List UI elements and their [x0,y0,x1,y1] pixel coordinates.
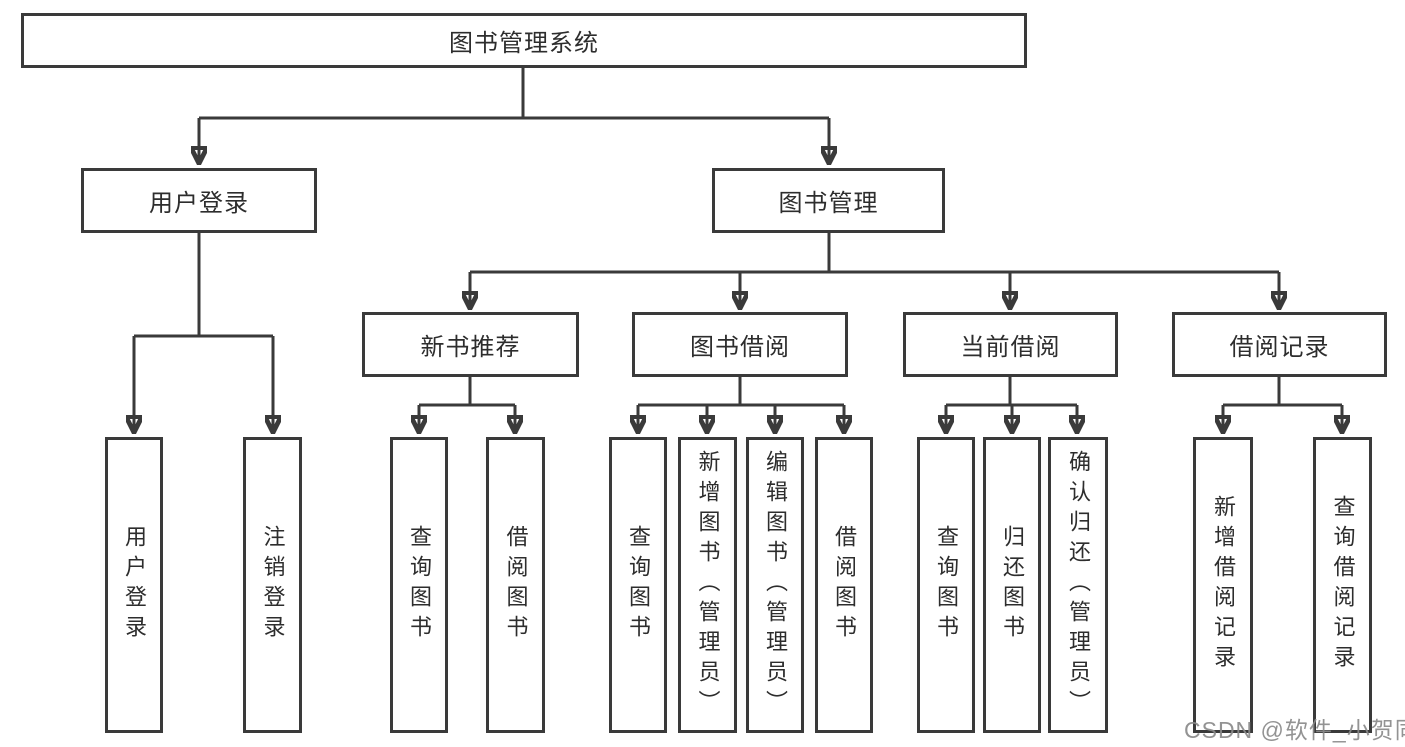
node-root: 图书管理系统 [21,13,1027,68]
leaf-bb-borrow-books: 借阅图书 [815,437,873,733]
leaf-br-add-record: 新增借阅记录 [1193,437,1253,733]
node-book-borrow: 图书借阅 [632,312,848,377]
leaf-logout: 注销登录 [243,437,302,733]
leaf-nbr-borrow-books: 借阅图书 [486,437,545,733]
leaf-bb-edit-books-admin: 编辑图书（管理员） [746,437,804,733]
node-new-book-rec: 新书推荐 [362,312,579,377]
node-book-mgmt: 图书管理 [712,168,945,233]
leaf-user-login: 用户登录 [105,437,163,733]
leaf-br-query-record: 查询借阅记录 [1313,437,1372,733]
leaf-cb-return-books: 归还图书 [983,437,1041,733]
leaf-cb-confirm-return-admin: 确认归还（管理员） [1048,437,1108,733]
node-current-borrow: 当前借阅 [903,312,1118,377]
node-user-login: 用户登录 [81,168,317,233]
leaf-cb-query-books: 查询图书 [917,437,975,733]
leaf-bb-add-books-admin: 新增图书（管理员） [678,437,737,733]
watermark: CSDN @软件_小贺同学 [1184,717,1405,743]
leaf-nbr-query-books: 查询图书 [390,437,448,733]
node-borrow-records: 借阅记录 [1172,312,1387,377]
leaf-bb-query-books: 查询图书 [609,437,667,733]
